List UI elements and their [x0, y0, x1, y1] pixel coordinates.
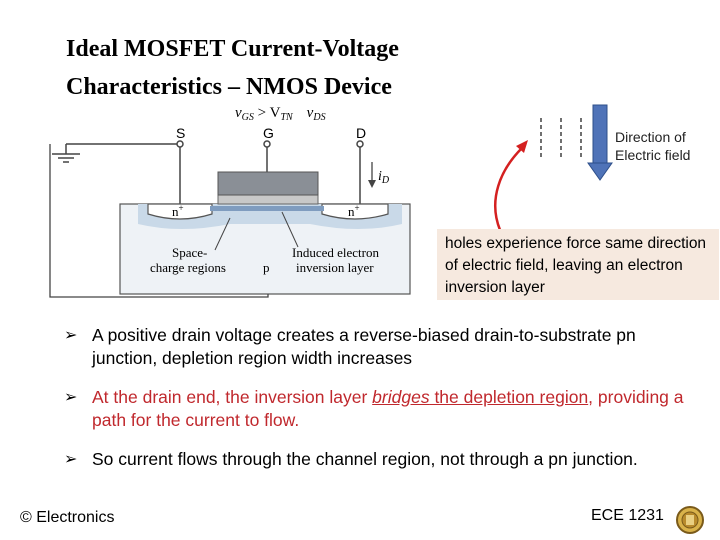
bullet-item: ➢ At the drain end, the inversion layer …: [64, 387, 684, 430]
holes-note: holes experience force same direction of…: [437, 229, 719, 300]
gate-oxide: [217, 194, 319, 205]
university-logo-icon: [676, 506, 704, 534]
bullet-arrow-icon: ➢: [64, 389, 78, 406]
n-plus-drain: [321, 203, 389, 220]
drain-current-arrow: iD: [368, 162, 390, 188]
terminal-drain-label: D: [356, 125, 366, 141]
field-direction-arrow-icon: [587, 104, 613, 181]
n-plus-source: [147, 203, 213, 220]
source-terminal: [176, 140, 184, 148]
substrate-label: p: [263, 260, 270, 275]
bullet-arrow-icon: ➢: [64, 327, 78, 344]
external-circuit: [49, 144, 269, 298]
bullet-arrow-icon: ➢: [64, 451, 78, 468]
footer-course: ECE 1231: [591, 507, 664, 524]
title-line-1: Ideal MOSFET Current-Voltage: [66, 36, 399, 62]
svg-text:iD: iD: [378, 169, 390, 186]
field-direction-label: Direction of Electric field: [615, 129, 691, 163]
footer-copyright: © Electronics: [20, 509, 115, 526]
slide-title: Ideal MOSFET Current-Voltage Characteris…: [66, 30, 399, 106]
gate-terminal: [263, 140, 271, 148]
bullet-item: ➢ A positive drain voltage creates a rev…: [64, 325, 636, 368]
drain-terminal: [356, 140, 364, 148]
n-plus-drain-label: n+: [348, 203, 360, 219]
inversion-layer: [210, 206, 324, 211]
title-line-2: Characteristics – NMOS Device: [66, 74, 392, 100]
terminal-source-label: S: [176, 125, 185, 141]
field-lines: [540, 118, 582, 158]
inversion-layer-label: Induced electron inversion layer: [292, 245, 382, 275]
gate-electrode: [217, 171, 319, 196]
field-graphic: [494, 104, 613, 231]
ground-icon: [52, 143, 180, 163]
terminal-gate-label: G: [263, 125, 274, 141]
n-plus-source-label: n+: [172, 203, 184, 219]
bullet-list: ➢ A positive drain voltage creates a rev…: [64, 324, 704, 487]
force-arrow-icon: [494, 140, 528, 231]
bullet-item: ➢ So current flows through the channel r…: [64, 449, 638, 469]
space-charge-label: Space- charge regions: [150, 245, 226, 275]
